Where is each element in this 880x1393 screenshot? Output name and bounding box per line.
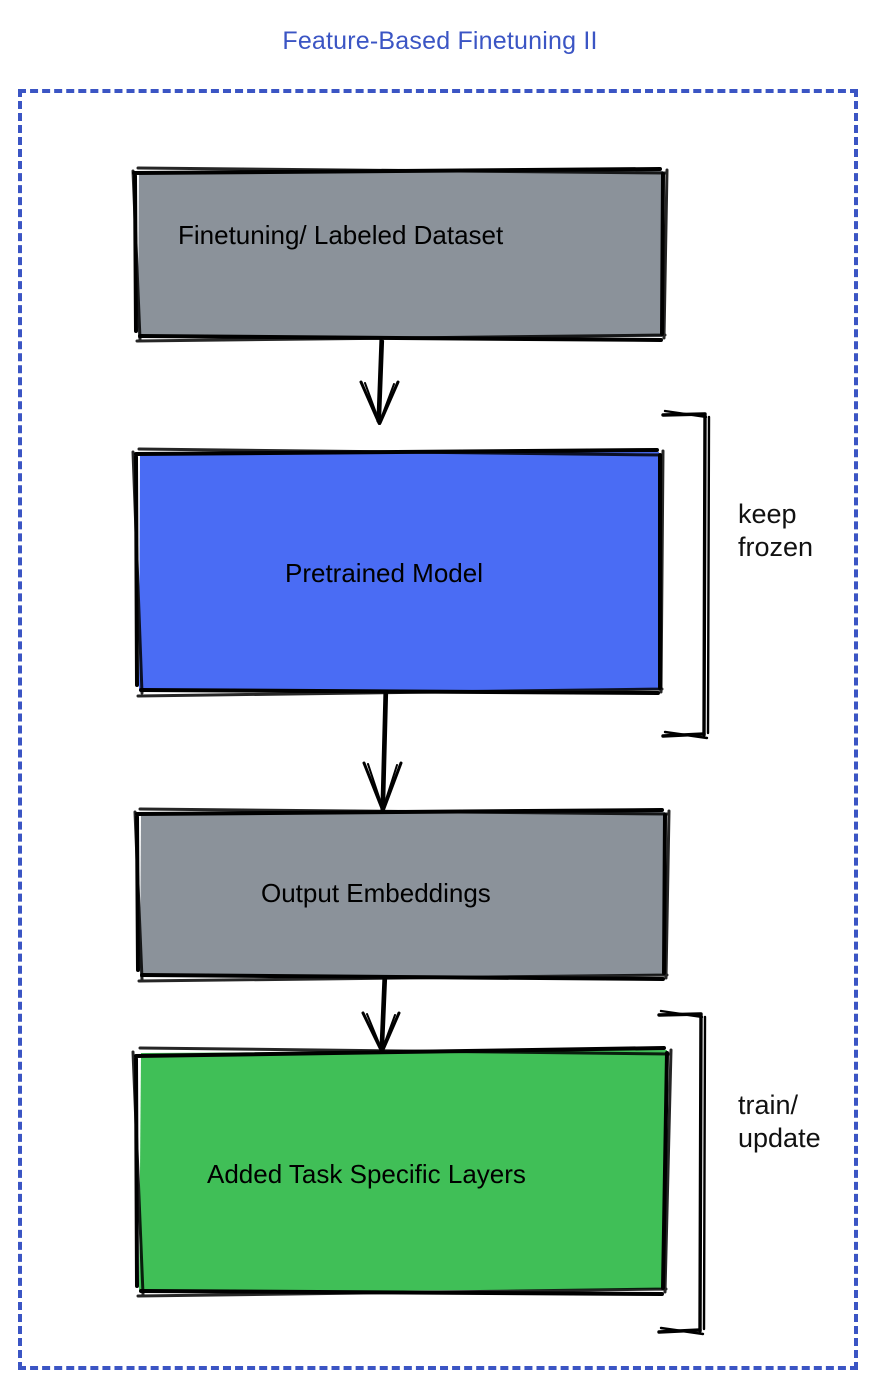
annotation-keep-frozen-line1: keep [738,499,797,529]
annotation-train-update: train/ update [738,1089,821,1155]
annotation-keep-frozen: keep frozen [738,498,813,564]
node-label-output-embeddings: Output Embeddings [261,878,491,908]
annotation-train-update-line2: update [738,1122,821,1153]
diagram-outer-frame [18,89,858,1370]
node-label-pretrained-model: Pretrained Model [285,558,483,588]
page-title: Feature-Based Finetuning II [282,27,598,55]
annotation-train-update-line1: train/ [738,1090,799,1120]
node-label-dataset: Finetuning/ Labeled Dataset [178,220,504,250]
node-label-task-layers: Added Task Specific Layers [207,1159,526,1189]
annotation-keep-frozen-line2: frozen [738,531,814,562]
